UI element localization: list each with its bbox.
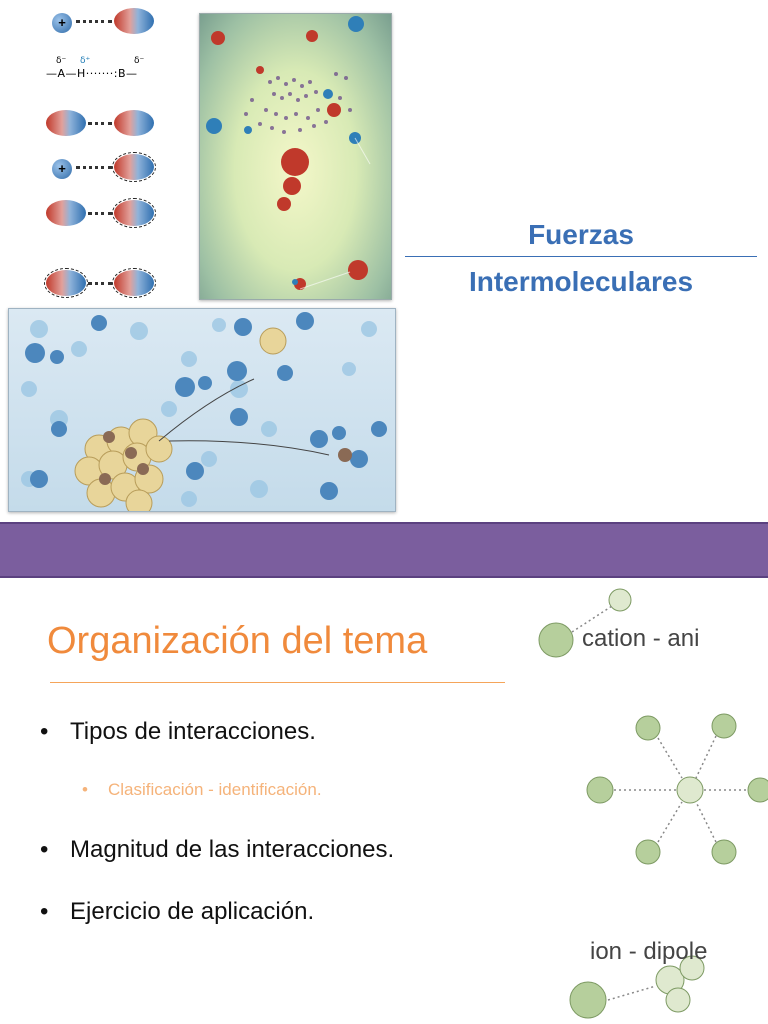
induced-dipole-molecule: [112, 152, 156, 182]
interaction-dots: [76, 20, 112, 26]
cation-sphere: +: [52, 159, 72, 179]
ion-solvation-illustration: [8, 308, 396, 512]
dispersion-row: [40, 266, 165, 302]
bullet-item: • Ejercicio de aplicación.: [40, 898, 314, 926]
sub-bullet-item: • Clasificación - identificación.: [82, 780, 322, 800]
bullet-text: Ejercicio de aplicación.: [70, 898, 315, 925]
dipole-molecule: [46, 110, 86, 136]
title-line-2: Intermoleculares: [468, 266, 694, 297]
interaction-dots: [88, 282, 112, 288]
interaction-dots: [88, 122, 112, 128]
induced-dipole-molecule: [112, 268, 156, 298]
water-molecules-illustration: [199, 13, 392, 300]
outline-title-divider: [50, 682, 505, 683]
interaction-dots: [88, 212, 112, 218]
interaction-types-diagram: + δ⁻ δ⁺ δ⁻ —A—H·······:B— +: [40, 4, 165, 304]
interaction-dots: [76, 166, 112, 172]
bullet-item: • Tipos de interacciones.: [40, 718, 316, 746]
dipole-molecule: [114, 8, 154, 34]
induced-dipole-molecule: [44, 268, 88, 298]
induced-dipole-molecule: [112, 198, 156, 228]
bullet-marker: •: [40, 898, 49, 925]
ion-dipole-label: ion - dipole: [590, 938, 708, 965]
slide-title: + δ⁻ δ⁺ δ⁻ —A—H·······:B— +: [8, 4, 757, 512]
bullet-text: Magnitud de las interacciones.: [70, 836, 395, 863]
dipole-induced-dipole-row: [40, 196, 165, 232]
dipole-molecule: [114, 110, 154, 136]
title-line-1: Fuerzas: [528, 219, 634, 250]
bullet-text: Tipos de interacciones.: [70, 718, 316, 745]
title-divider: [405, 256, 757, 257]
delta-minus-a: δ⁻: [56, 56, 67, 66]
hydrogen-bond-formula: —A—H·······:B—: [46, 67, 138, 80]
slide-outline: Organización del tema • Tipos de interacc…: [0, 520, 768, 1024]
dipole-dipole-row: [40, 106, 165, 142]
ion-dipole-row: +: [40, 4, 165, 40]
sub-bullet-text: Clasificación - identificación.: [108, 780, 322, 799]
outline-title: Organización del tema: [47, 620, 428, 662]
ion-induced-dipole-row: +: [40, 150, 165, 186]
delta-minus-b: δ⁻: [134, 56, 145, 66]
section-header-bar: [0, 522, 768, 578]
sub-bullet-marker: •: [82, 780, 88, 799]
bullet-item: • Magnitud de las interacciones.: [40, 836, 394, 864]
hydrogen-bond-label: δ⁻ δ⁺ δ⁻ —A—H·······:B—: [46, 56, 166, 80]
dipole-molecule: [46, 200, 86, 226]
delta-plus: δ⁺: [80, 56, 91, 66]
bullet-marker: •: [40, 836, 49, 863]
cation-anion-label: cation - ani: [582, 625, 700, 652]
slide-title-block: Fuerzas Intermoleculares: [405, 215, 757, 300]
interaction-examples-figure: cation - ani ion - dipole: [520, 580, 768, 1024]
bullet-marker: •: [40, 718, 49, 745]
cation-sphere: +: [52, 13, 72, 33]
